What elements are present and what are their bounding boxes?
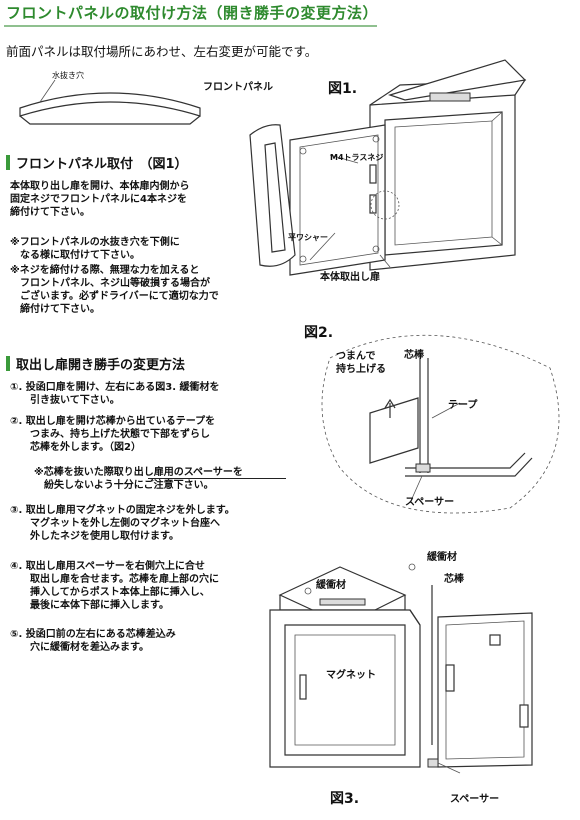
figure3-mailbox-illustration [269, 563, 533, 774]
section2-heading: 取出し扉開き勝手の変更方法 [6, 354, 185, 373]
washer-label: 平ワシャー [288, 233, 328, 242]
front-panel-label: フロントパネル [203, 82, 273, 93]
page-subtitle: 前面パネルは取付場所にあわせ、左右変更が可能です。 [6, 44, 318, 59]
figure1-mailbox-illustration [249, 59, 527, 276]
fig3-label: 図3. [330, 791, 360, 807]
fig3-magnet-label: マグネット [326, 670, 376, 681]
screw-label: M4トラスネジ [330, 153, 384, 162]
section1-note2: ※ネジを締付ける際、無理な力を加えると フロントパネル、ネジ山等破損する場合が … [10, 265, 219, 315]
section2-heading-text: 取出し扉開き勝手の変更方法 [16, 358, 186, 373]
section1-paragraph: 本体取り出し扉を開け、本体扉内側から 固定ネジでフロントパネルに4本ネジを 締付… [10, 181, 190, 218]
figure2-detail-illustration [321, 334, 560, 514]
title-underline [4, 25, 377, 27]
fig2-tape-label: テープ [448, 400, 478, 411]
fig2-core-rod-label: 芯棒 [404, 350, 424, 361]
fig2-spacer-label: スペーサー [405, 497, 455, 508]
section1-heading: フロントパネル取付 （図1） [6, 153, 188, 172]
step1-text: ①. 投函口扉を開け、左右にある図3. 緩衝材を 引き抜いて下さい。 [10, 382, 220, 406]
spacer-warning: ※芯棒を抜いた際取り出し扉用のスペーサーを 紛失しないよう十分にご注意下さい。 [34, 467, 243, 491]
warning-underline [148, 478, 286, 479]
front-panel-top-view [19, 79, 201, 125]
section1-heading-text: フロントパネル取付 （図1） [16, 157, 188, 172]
fig2-label: 図2. [304, 325, 334, 341]
section-accent-bar [6, 155, 10, 170]
fig1-label: 図1. [328, 81, 358, 97]
fig3-cushion-label-right: 緩衝材 [427, 552, 457, 563]
step2-text: ②. 取出し扉を開け芯棒から出ているテープを つまみ、持ち上げた状態で下部をずら… [10, 416, 216, 453]
fig3-core-rod-label: 芯棒 [444, 574, 464, 585]
section1-note1: ※フロントパネルの水抜き穴を下側に なる様に取付けて下さい。 [10, 237, 180, 261]
section-accent-bar [6, 356, 10, 371]
page-title: フロントパネルの取付け方法（開き勝手の変更方法） [6, 4, 379, 22]
fig3-spacer-label: スペーサー [450, 794, 500, 805]
drain-hole-label: 水抜き穴 [52, 71, 84, 80]
step5-text: ⑤. 投函口前の左右にある芯棒差込み 穴に緩衝材を差込みます。 [10, 629, 176, 653]
pinch-label: つまんで 持ち上げる [336, 351, 386, 375]
step4-text: ④. 取出し扉用スペーサーを右側穴上に合せ 取出し扉を合せます。芯棒を扉上部の穴… [10, 561, 219, 611]
fig3-cushion-label-left: 緩衝材 [316, 580, 346, 591]
step3-text: ③. 取出し扉用マグネットの固定ネジを外します。 マグネットを外し左側のマグネッ… [10, 505, 235, 542]
door-label: 本体取出し扉 [320, 272, 380, 283]
